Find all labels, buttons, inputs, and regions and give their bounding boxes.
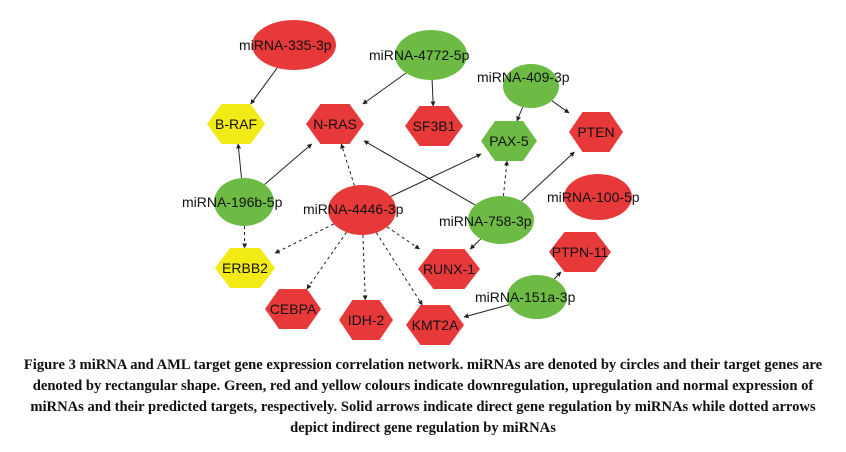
- gene-hexagon-ptpn11: [549, 232, 611, 272]
- edge-mir4446-erbb2-indirect: [274, 223, 335, 254]
- edge-mir335-braf-direct: [250, 67, 278, 105]
- mirna-node-mir4446: miRNA-4446-3p: [303, 185, 404, 235]
- gene-hexagon-cebpa: [265, 289, 321, 329]
- mirna-node-mir758: miRNA-758-3p: [439, 196, 534, 244]
- node-label-idh2: IDH-2: [348, 312, 385, 328]
- gene-node-nras: N-RAS: [306, 104, 364, 144]
- node-label-cebpa: CEBPA: [270, 301, 317, 317]
- mirna-node-mir100: miRNA-100-5p: [547, 174, 640, 220]
- edge-mir758-pax5-indirect: [502, 160, 510, 197]
- gene-hexagon-sf3b1: [405, 106, 463, 146]
- edges-layer: [236, 67, 575, 319]
- gene-hexagon-pax5: [481, 121, 537, 161]
- edge-mir409-pten-direct: [551, 100, 570, 114]
- node-label-nras: N-RAS: [313, 116, 357, 132]
- gene-node-ptpn11: PTPN-11: [549, 232, 611, 272]
- mirna-node-mir151a: miRNA-151a-3p: [475, 275, 576, 319]
- node-label-erbb2: ERBB2: [222, 260, 268, 276]
- gene-node-pax5: PAX-5: [481, 121, 537, 161]
- mirna-circle-mir151a: [507, 275, 567, 319]
- mirna-circle-mir4772: [395, 30, 467, 80]
- nodes-layer: miRNA-335-3p miRNA-4772-5p miRNA-409-3p miR…: [182, 20, 640, 345]
- mirna-circle-mir4446: [328, 185, 396, 235]
- gene-node-runx1: RUNX-1: [418, 249, 480, 289]
- edge-mir4772-nras-direct: [362, 72, 407, 105]
- edge-mir4446-kmt2a-indirect: [375, 232, 423, 306]
- node-label-mir758: miRNA-758-3p: [439, 213, 532, 229]
- edge-mir4446-runx1-indirect: [386, 226, 420, 250]
- node-label-ptpn11: PTPN-11: [552, 244, 609, 260]
- mirna-circle-mir196b: [214, 178, 274, 226]
- mirna-node-mir196b: miRNA-196b-5p: [182, 178, 283, 226]
- gene-hexagon-braf: [207, 104, 265, 144]
- node-label-mir196b: miRNA-196b-5p: [182, 194, 283, 210]
- edge-mir758-runx1-direct: [469, 238, 482, 250]
- node-label-sf3b1: SF3B1: [413, 118, 456, 134]
- node-label-mir409: miRNA-409-3p: [477, 69, 570, 85]
- node-label-mir4446: miRNA-4446-3p: [303, 201, 404, 217]
- gene-hexagon-kmt2a: [406, 305, 464, 345]
- node-label-kmt2a: KMT2A: [412, 317, 459, 333]
- node-label-pten: PTEN: [577, 124, 614, 140]
- gene-node-sf3b1: SF3B1: [405, 106, 463, 146]
- gene-node-kmt2a: KMT2A: [406, 305, 464, 345]
- mirna-circle-mir100: [564, 174, 632, 220]
- mirna-circle-mir758: [468, 196, 534, 244]
- mirna-node-mir409: miRNA-409-3p: [477, 64, 570, 108]
- edge-mir4446-cebpa-indirect: [306, 231, 347, 290]
- edge-mir758-pten-direct: [521, 151, 575, 202]
- edge-mir151a-ptpn11-direct: [553, 271, 562, 280]
- gene-hexagon-runx1: [418, 249, 480, 289]
- gene-hexagon-erbb2: [215, 248, 275, 288]
- mirna-node-mir4772: miRNA-4772-5p: [369, 30, 470, 80]
- gene-node-idh2: IDH-2: [339, 300, 393, 340]
- edge-mir4446-idh2-indirect: [362, 234, 368, 301]
- edge-mir758-nras-direct: [363, 140, 476, 206]
- edge-mir151a-kmt2a-direct: [463, 304, 510, 319]
- edge-mir4446-pax5-direct: [390, 153, 482, 197]
- edge-mir409-pax5-direct: [516, 106, 524, 122]
- mirna-node-mir335: miRNA-335-3p: [239, 20, 336, 70]
- gene-hexagon-nras: [306, 104, 364, 144]
- node-label-mir151a: miRNA-151a-3p: [475, 289, 576, 305]
- node-label-pax5: PAX-5: [489, 133, 529, 149]
- figure-caption: Figure 3 miRNA and AML target gene expre…: [23, 357, 823, 436]
- node-label-runx1: RUNX-1: [423, 261, 475, 277]
- gene-node-pten: PTEN: [569, 112, 623, 152]
- node-label-braf: B-RAF: [215, 116, 257, 132]
- node-label-mir4772: miRNA-4772-5p: [369, 47, 470, 63]
- edge-mir196b-nras-direct: [264, 143, 313, 185]
- gene-node-cebpa: CEBPA: [265, 289, 321, 329]
- gene-node-erbb2: ERBB2: [215, 248, 275, 288]
- gene-node-braf: B-RAF: [207, 104, 265, 144]
- gene-hexagon-pten: [569, 112, 623, 152]
- edge-mir4446-nras-indirect: [340, 143, 355, 186]
- mirna-circle-mir409: [503, 64, 559, 108]
- mirna-circle-mir335: [252, 20, 336, 70]
- node-label-mir335: miRNA-335-3p: [239, 37, 332, 53]
- gene-hexagon-idh2: [339, 300, 393, 340]
- edge-mir196b-braf-direct: [236, 143, 242, 179]
- edge-mir4772-sf3b1-direct: [430, 79, 436, 107]
- node-label-mir100: miRNA-100-5p: [547, 189, 640, 205]
